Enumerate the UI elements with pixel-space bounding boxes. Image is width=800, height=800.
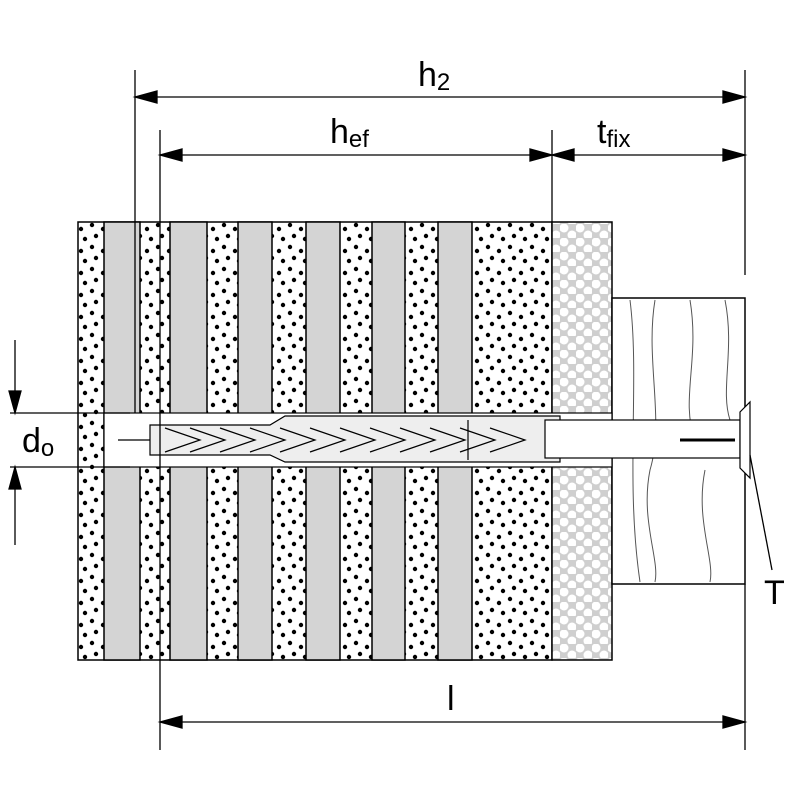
- frame-anchor: [118, 400, 751, 480]
- d0-sub: o: [40, 435, 55, 462]
- dimension-lines: [8, 70, 773, 750]
- hef-main: h: [330, 113, 349, 151]
- hef-sub: ef: [348, 126, 369, 153]
- label-h2: h2: [418, 58, 450, 95]
- label-tfix: tfix: [597, 115, 630, 152]
- h2-main: h: [418, 56, 437, 94]
- tfix-sub: fix: [606, 126, 631, 153]
- d0-main: d: [22, 422, 41, 460]
- tfix-main: t: [597, 113, 607, 151]
- label-hef: hef: [330, 115, 369, 152]
- label-d0: do: [22, 424, 54, 461]
- h2-sub: 2: [436, 69, 451, 96]
- label-l: l: [447, 680, 455, 718]
- label-T: T: [764, 574, 785, 612]
